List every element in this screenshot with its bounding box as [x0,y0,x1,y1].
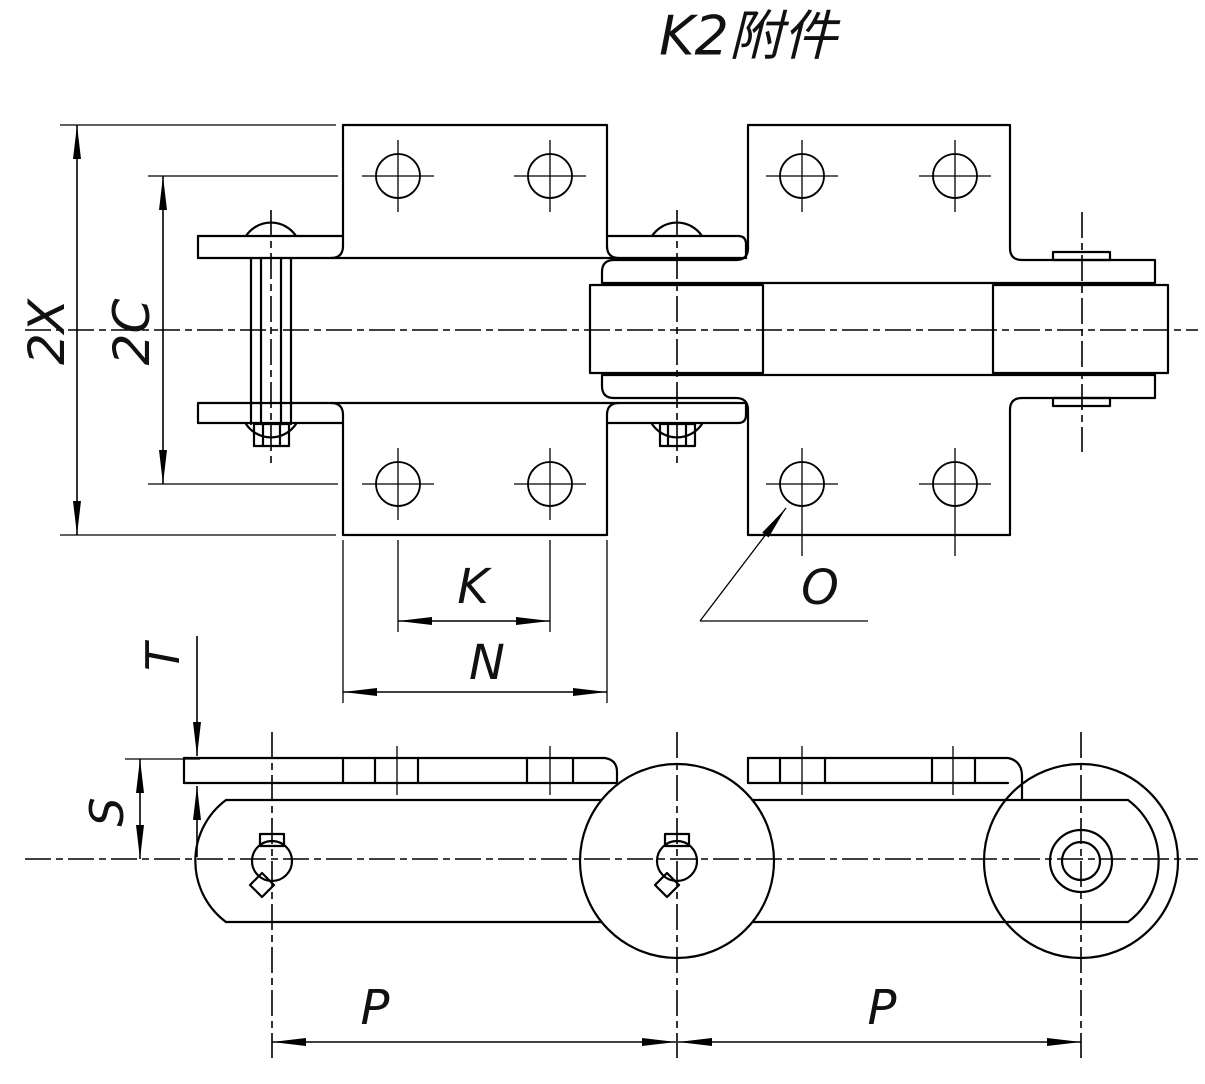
attachment-holes [362,140,991,556]
right-cotter-bottom [1051,396,1112,408]
dimension-k: K [397,540,551,632]
dimension-p-right: P [678,980,1081,1046]
right-roller-bushing [1048,828,1114,894]
dimension-s: S [80,758,200,859]
middle-roller-top-view [588,283,765,375]
dimension-label-t: T [136,639,190,671]
link-plates-side-view [194,798,1160,924]
dimension-t: T [136,636,201,857]
dimension-label-o: O [801,560,839,616]
middle-pin-top-view [650,221,704,448]
dimension-label-p-left: P [361,980,390,1036]
title-block: K2附件 [659,5,841,68]
dimension-label-k: K [457,559,492,615]
left-pin-top-view [244,221,298,448]
dimension-2x: 2X [18,124,336,536]
dimension-n: N [342,540,608,703]
inner-link-plate-edges [600,246,1157,412]
left-attachment-plate [341,123,609,537]
dimension-label-2c: 2C [103,299,161,366]
dimension-label-p-right: P [868,980,897,1036]
outer-link-plate-edges [196,234,748,425]
left-pin-side-view [248,832,294,899]
right-roller-top-view [991,283,1170,375]
attachment-platform-right [746,746,1024,802]
right-roller-side-view [982,762,1180,960]
dimension-label-s: S [80,797,134,826]
dimension-o: O [699,507,868,622]
right-cotter-top [1051,250,1112,262]
dimension-p-left: P [272,980,676,1046]
dimension-2c: 2C [103,175,338,485]
side-view [25,732,1198,1058]
attachment-platform-left [182,746,619,795]
top-view [25,123,1198,556]
right-roller-pin-hole [1060,840,1102,882]
middle-roller-side-view [578,762,776,960]
dimension-label-2x: 2X [18,297,76,365]
middle-pin-side-view [653,832,699,899]
dimension-label-n: N [469,635,505,691]
right-attachment-plate [746,123,1012,537]
drawing-title: K2附件 [659,5,841,68]
